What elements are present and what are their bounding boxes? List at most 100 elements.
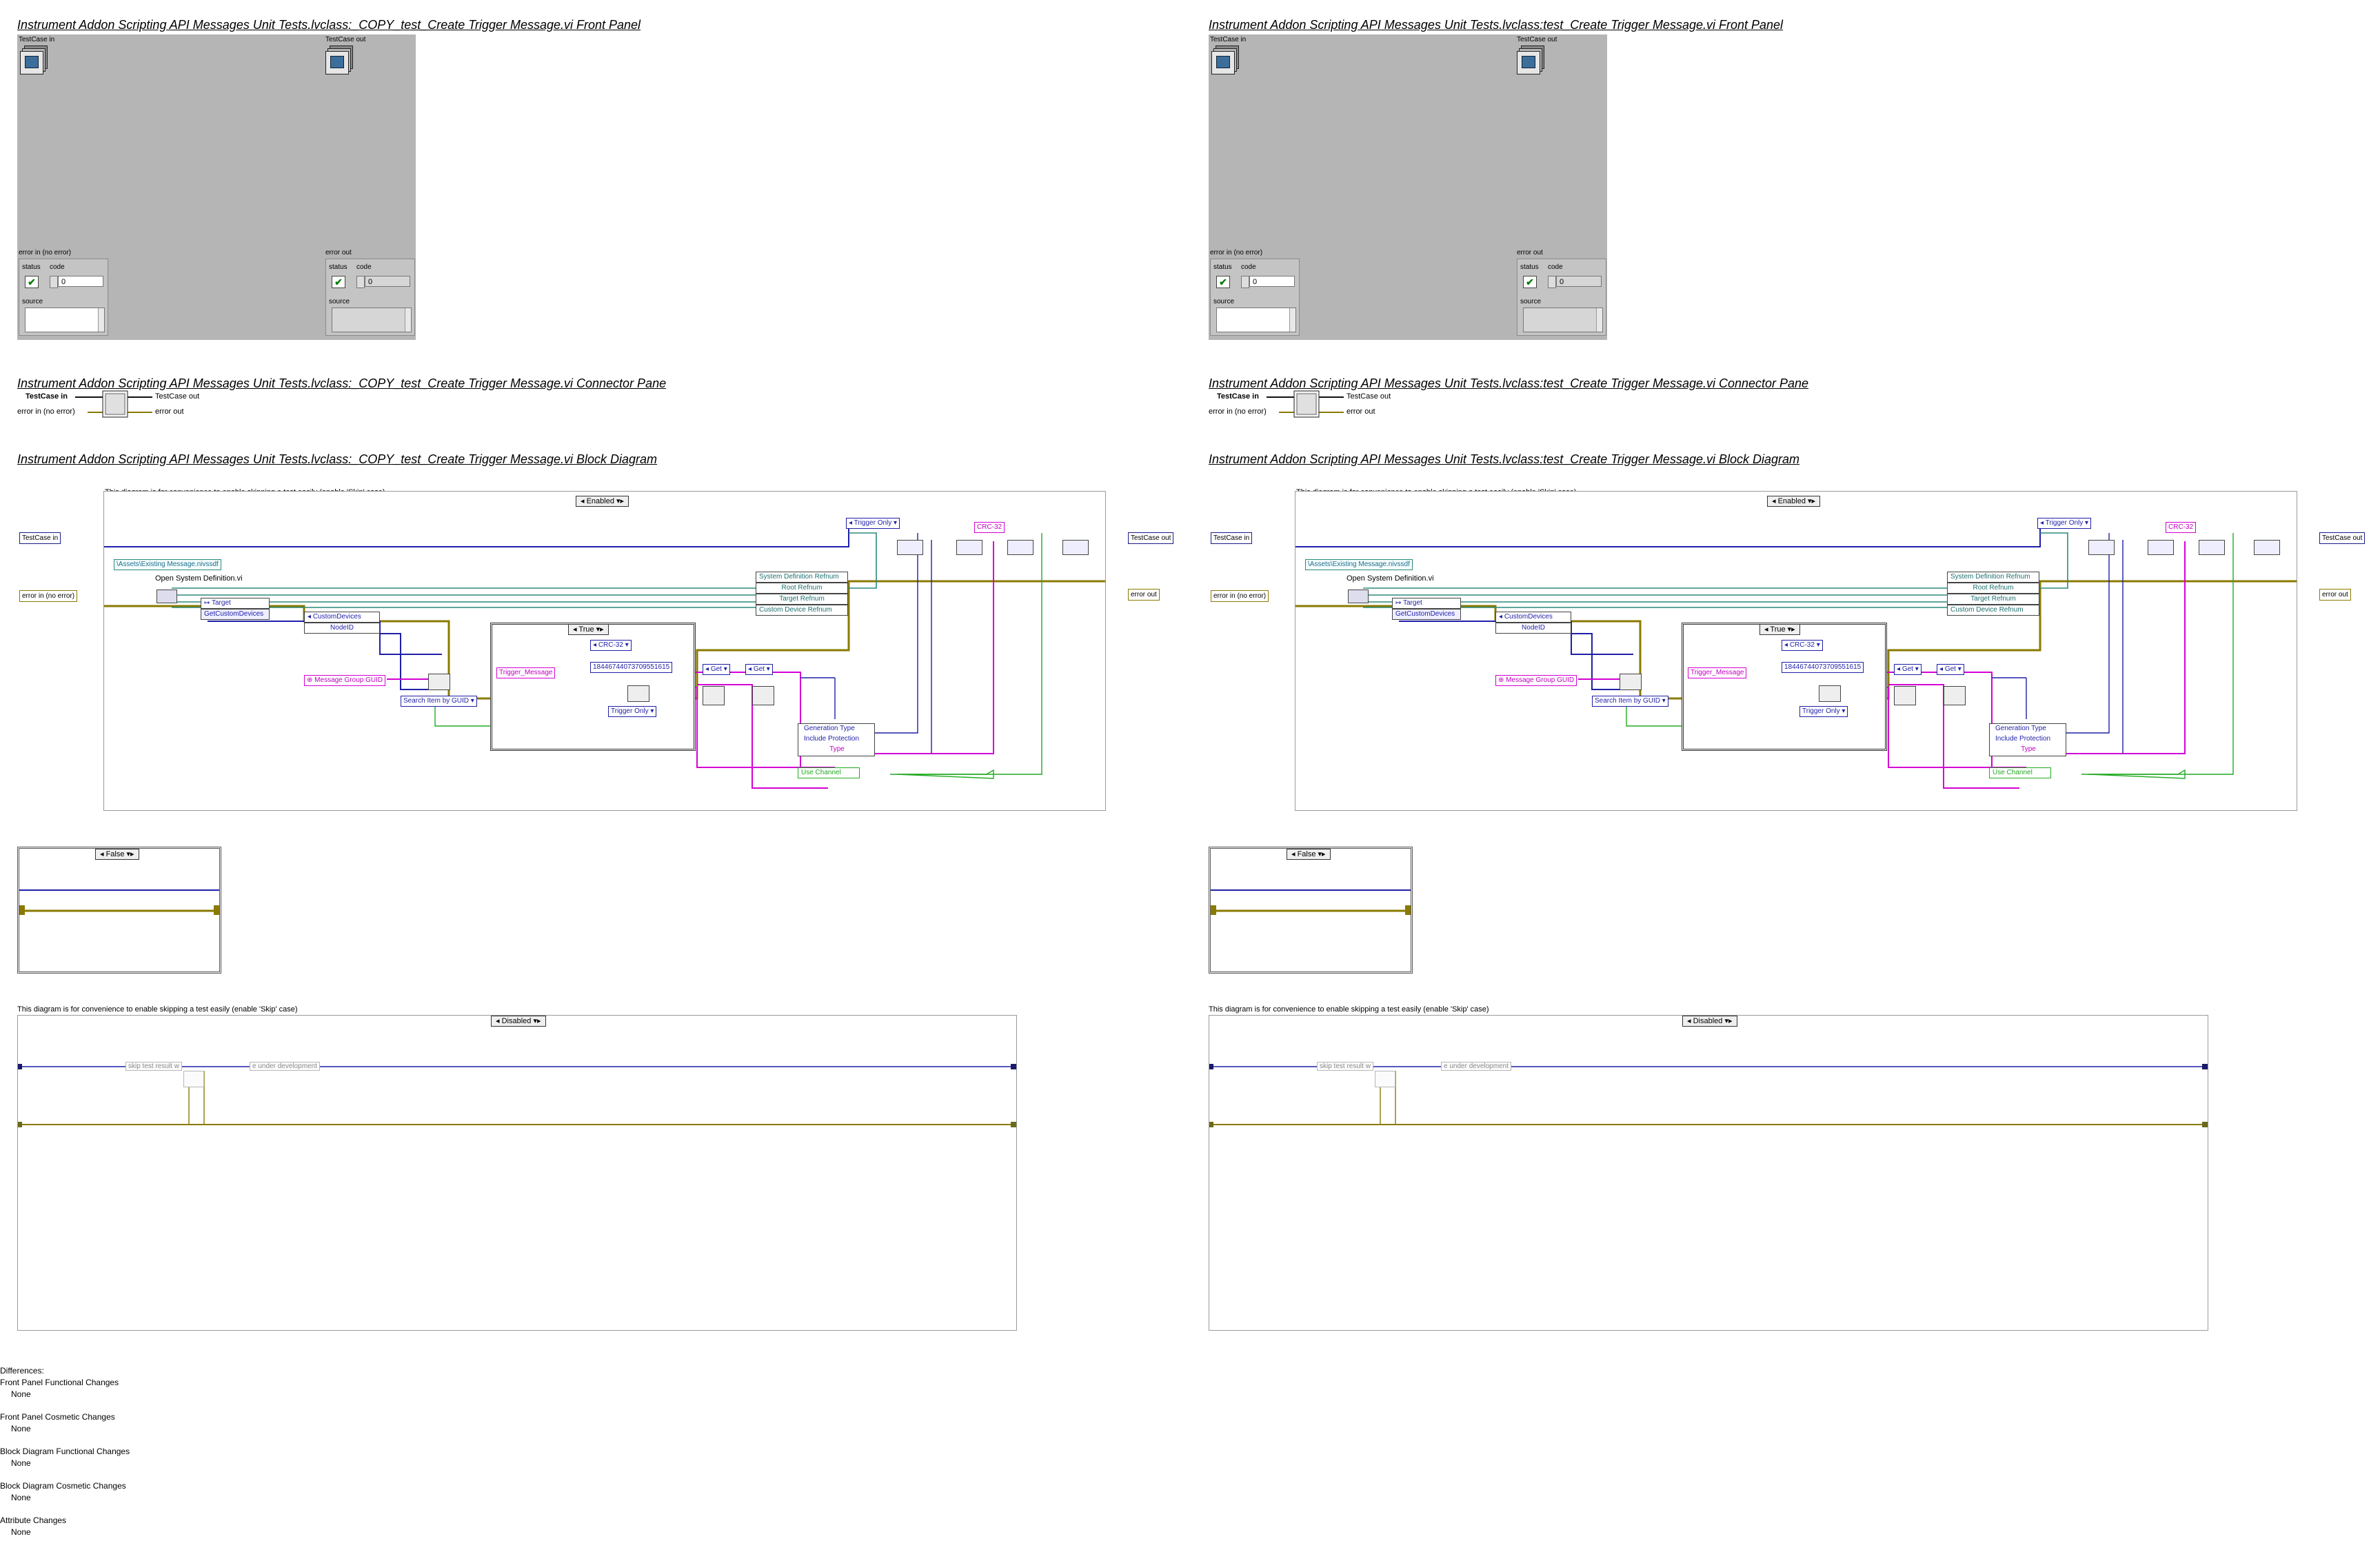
get-node-2[interactable]: ◂ Get ▾ (1937, 664, 1964, 675)
generation-type-item[interactable]: Generation Type (801, 724, 873, 734)
status-label: status (1213, 263, 1232, 271)
trigger-only-inner-enum[interactable]: Trigger Only ▾ (1799, 706, 1848, 717)
include-protection-item[interactable]: Include Protection (801, 734, 873, 744)
search-item-node[interactable] (428, 674, 450, 690)
message-group-guid-control[interactable]: ⊕ Message Group GUID (1495, 675, 1577, 686)
path-constant[interactable]: \Assets\Existing Message.nivssdf (1305, 559, 1413, 570)
target-property-node[interactable]: ↦ Target (1392, 598, 1461, 609)
target-refnum-node[interactable]: Target Refnum (756, 594, 848, 605)
disabled-case-selector[interactable]: ◂ Disabled ▾▸ (491, 1016, 546, 1027)
assert-node-2[interactable] (956, 540, 982, 555)
cd-refnum-node[interactable]: Custom Device Refnum (1947, 605, 2039, 616)
diff-value-0: None (11, 1389, 31, 1399)
source-field[interactable] (1216, 308, 1296, 332)
param-node-2[interactable] (752, 686, 774, 705)
custom-devices-node[interactable]: ◂ CustomDevices (1495, 612, 1571, 623)
open-sysdef-node[interactable] (157, 590, 177, 603)
get-custom-devices-node[interactable]: GetCustomDevices (201, 609, 270, 620)
crc32-inner-const[interactable]: ◂ CRC-32 ▾ (1782, 640, 1823, 651)
get-node-1[interactable]: ◂ Get ▾ (703, 664, 730, 675)
testcase-out-icon[interactable] (1517, 46, 1544, 76)
trigger-only-top-enum[interactable]: ◂ Trigger Only ▾ (846, 518, 900, 529)
path-constant[interactable]: \Assets\Existing Message.nivssdf (114, 559, 221, 570)
assert-node-1[interactable] (2088, 540, 2115, 555)
trigger-only-top-enum[interactable]: ◂ Trigger Only ▾ (2037, 518, 2092, 529)
case-selector[interactable]: ◂ Enabled ▾▸ (576, 496, 629, 507)
status-check-icon: ✔ (1523, 276, 1537, 288)
root-refnum-node[interactable]: Root Refnum (1947, 583, 2039, 594)
testcase-in-icon[interactable] (20, 46, 48, 76)
testcase-out-icon[interactable] (325, 46, 353, 76)
search-item-node[interactable] (1620, 674, 1642, 690)
custom-devices-node[interactable]: ◂ CustomDevices (304, 612, 380, 623)
param-node-2[interactable] (1944, 686, 1966, 705)
search-item-enum[interactable]: Search Item by GUID ▾ (1592, 696, 1668, 707)
error-in-terminal[interactable]: error in (no error) (1211, 590, 1269, 602)
generation-property-node[interactable]: Generation Type Include Protection Type (1989, 723, 2066, 756)
get-custom-devices-node[interactable]: GetCustomDevices (1392, 609, 1461, 620)
false-case-selector[interactable]: ◂ False ▾▸ (1287, 849, 1331, 860)
crc32-inner-const[interactable]: ◂ CRC-32 ▾ (590, 640, 632, 651)
cd-refnum-node[interactable]: Custom Device Refnum (756, 605, 848, 616)
crc32-top-const[interactable]: CRC-32 (974, 522, 1005, 533)
status-check-icon[interactable]: ✔ (1216, 276, 1230, 288)
target-refnum-node[interactable]: Target Refnum (1947, 594, 2039, 605)
assert-node-1[interactable] (897, 540, 923, 555)
disabled-case-selector[interactable]: ◂ Disabled ▾▸ (1682, 1016, 1737, 1027)
get-node-2[interactable]: ◂ Get ▾ (745, 664, 773, 675)
code-spinner[interactable] (50, 276, 58, 288)
error-out-terminal[interactable]: error out (1128, 589, 1160, 601)
use-channel-node[interactable]: Use Channel (1989, 767, 2051, 778)
generation-property-node[interactable]: Generation Type Include Protection Type (798, 723, 875, 756)
true-case-selector[interactable]: ◂ True ▾▸ (1759, 624, 1800, 635)
error-in-terminal[interactable]: error in (no error) (19, 590, 78, 602)
create-trigger-node[interactable] (627, 685, 649, 702)
search-item-enum[interactable]: Search Item by GUID ▾ (401, 696, 477, 707)
use-channel-node[interactable]: Use Channel (798, 767, 860, 778)
testcase-in-icon[interactable] (1211, 46, 1239, 76)
include-protection-item[interactable]: Include Protection (1993, 734, 2064, 744)
node-id-node[interactable]: NodeID (1495, 623, 1571, 634)
message-group-guid-control[interactable]: ⊕ Message Group GUID (304, 675, 386, 686)
type-item[interactable]: Type (1993, 745, 2064, 754)
crc-value-const[interactable]: 18446744073709551615 (1782, 662, 1864, 673)
assert-node-4[interactable] (1062, 540, 1089, 555)
error-in-cluster[interactable]: status code ✔ 0 source (1210, 259, 1300, 336)
error-out-cluster: status code ✔ 0 source (325, 259, 415, 336)
source-field[interactable] (25, 308, 105, 332)
get-node-1[interactable]: ◂ Get ▾ (1894, 664, 1922, 675)
error-out-terminal[interactable]: error out (2319, 589, 2351, 601)
case-selector[interactable]: ◂ Enabled ▾▸ (1767, 496, 1821, 507)
status-check-icon[interactable]: ✔ (25, 276, 39, 288)
generation-type-item[interactable]: Generation Type (1993, 724, 2064, 734)
testcase-out-terminal[interactable]: TestCase out (2319, 532, 2366, 544)
create-trigger-node[interactable] (1819, 685, 1841, 702)
trigger-message-const[interactable]: Trigger_Message (1688, 667, 1747, 678)
node-id-node[interactable]: NodeID (304, 623, 380, 634)
param-node-1[interactable] (703, 686, 725, 705)
param-node-1[interactable] (1894, 686, 1916, 705)
code-spinner[interactable] (1241, 276, 1249, 288)
code-field[interactable]: 0 (1249, 276, 1295, 287)
crc32-top-const[interactable]: CRC-32 (2166, 522, 2197, 533)
root-refnum-node[interactable]: Root Refnum (756, 583, 848, 594)
error-in-cluster[interactable]: status code ✔ 0 source (19, 259, 108, 336)
code-field[interactable]: 0 (58, 276, 103, 287)
crc-value-const[interactable]: 18446744073709551615 (590, 662, 673, 673)
type-item[interactable]: Type (801, 745, 873, 754)
assert-node-3[interactable] (1007, 540, 1033, 555)
false-case-selector[interactable]: ◂ False ▾▸ (95, 849, 139, 860)
open-sysdef-node[interactable] (1348, 590, 1369, 603)
true-case-selector[interactable]: ◂ True ▾▸ (568, 624, 609, 635)
target-property-node[interactable]: ↦ Target (201, 598, 270, 609)
assert-node-3[interactable] (2199, 540, 2225, 555)
sysdef-refnum-node[interactable]: System Definition Refnum (756, 572, 848, 583)
testcase-in-terminal[interactable]: TestCase in (1211, 532, 1253, 544)
assert-node-2[interactable] (2148, 540, 2174, 555)
testcase-in-terminal[interactable]: TestCase in (19, 532, 61, 544)
sysdef-refnum-node[interactable]: System Definition Refnum (1947, 572, 2039, 583)
testcase-out-terminal[interactable]: TestCase out (1128, 532, 1174, 544)
trigger-message-const[interactable]: Trigger_Message (496, 667, 556, 678)
trigger-only-inner-enum[interactable]: Trigger Only ▾ (608, 706, 657, 717)
assert-node-4[interactable] (2254, 540, 2280, 555)
